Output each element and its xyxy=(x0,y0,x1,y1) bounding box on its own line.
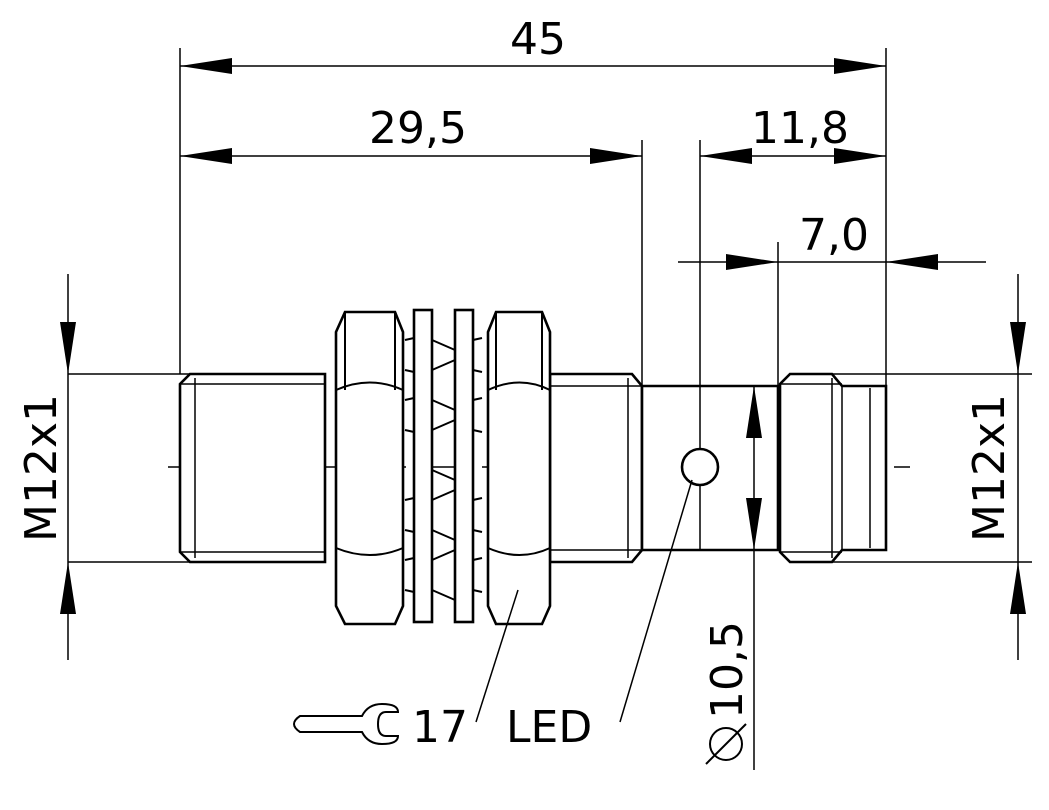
thread-length-label: 29,5 xyxy=(369,103,467,154)
wrench-leader-line xyxy=(475,589,519,723)
lock-washer-teeth xyxy=(404,337,483,601)
head-length-label: 11,8 xyxy=(751,103,849,154)
extension-lines xyxy=(68,48,1032,563)
hex-nut-left xyxy=(334,310,405,626)
dimension-head-length: 11,8 xyxy=(700,103,886,164)
thread-left-label: M12x1 xyxy=(16,394,67,542)
overall-length-label: 45 xyxy=(510,14,566,65)
washer-right xyxy=(453,308,475,624)
threaded-body xyxy=(178,372,327,564)
connector-length-label: 7,0 xyxy=(799,210,869,261)
diameter-label: 10,5 xyxy=(702,621,753,719)
open-end-wrench-icon xyxy=(293,702,400,746)
led-label: LED xyxy=(506,702,592,753)
hex-nut-right xyxy=(486,310,552,626)
thread-right-label: M12x1 xyxy=(964,394,1015,542)
dimension-thread-left: M12x1 xyxy=(16,274,76,660)
connector-end xyxy=(778,372,888,564)
dimension-diameter: 10,5 xyxy=(702,386,762,770)
threaded-body-right xyxy=(548,372,644,564)
washer-left xyxy=(412,308,434,624)
wrench-size-label: 17 xyxy=(412,702,468,753)
dimension-overall: 45 xyxy=(180,14,886,74)
dimension-connector-length: 7,0 xyxy=(678,210,986,270)
dimension-thread-length: 29,5 xyxy=(180,103,642,164)
led-leader-line xyxy=(619,479,693,723)
dimension-thread-right: M12x1 xyxy=(964,274,1026,660)
led-indicator xyxy=(680,447,720,487)
sensor-head xyxy=(640,384,780,552)
diameter-symbol-icon xyxy=(705,723,747,765)
